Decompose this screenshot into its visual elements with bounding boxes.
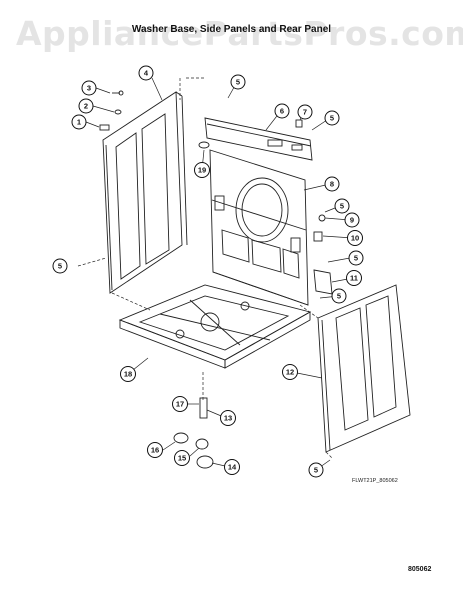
callout-5: 5 (334, 198, 350, 214)
callout-14: 14 (224, 459, 240, 475)
svg-text:5: 5 (314, 466, 318, 475)
svg-text:6: 6 (280, 107, 284, 116)
watermark: AppliancePartsPros.com (16, 14, 463, 53)
callout-1: 1 (71, 114, 87, 130)
svg-text:13: 13 (224, 414, 232, 423)
diagram-title: Washer Base, Side Panels and Rear Panel (131, 24, 332, 35)
callout-18: 18 (120, 366, 136, 382)
callout-10: 10 (347, 230, 363, 246)
callout-3: 3 (81, 80, 97, 96)
svg-text:5: 5 (58, 262, 62, 271)
callout-5: 5 (324, 110, 340, 126)
callout-5: 5 (230, 74, 246, 90)
hardware (99, 90, 333, 469)
figure-code: FLWT21P_805062 (352, 478, 398, 484)
callout-9: 9 (344, 212, 360, 228)
rear-panel (209, 149, 309, 306)
svg-text:1: 1 (77, 118, 81, 127)
svg-text:10: 10 (351, 234, 359, 243)
callout-5: 5 (331, 288, 347, 304)
svg-text:4: 4 (144, 69, 149, 78)
svg-text:9: 9 (350, 216, 354, 225)
svg-text:14: 14 (228, 463, 237, 472)
svg-text:16: 16 (151, 446, 159, 455)
svg-text:7: 7 (303, 108, 307, 117)
rear-top-bracket (204, 117, 313, 161)
callout-5: 5 (348, 250, 364, 266)
callout-17: 17 (172, 396, 188, 412)
svg-text:19: 19 (198, 166, 206, 175)
page-code: 805062 (408, 566, 432, 573)
svg-text:15: 15 (178, 454, 186, 463)
washer-base-frame (118, 284, 312, 369)
svg-text:11: 11 (350, 274, 358, 283)
right-side-panel (317, 284, 411, 453)
callout-12: 12 (282, 364, 298, 380)
callout-2: 2 (78, 98, 94, 114)
svg-text:8: 8 (330, 180, 334, 189)
callout-5: 5 (52, 258, 68, 274)
svg-text:5: 5 (337, 292, 341, 301)
callout-11: 11 (346, 270, 362, 286)
callout-6: 6 (274, 103, 290, 119)
left-side-panel (102, 91, 188, 294)
svg-text:17: 17 (176, 400, 184, 409)
svg-text:12: 12 (286, 368, 294, 377)
svg-text:3: 3 (87, 84, 91, 93)
svg-text:5: 5 (236, 78, 240, 87)
svg-text:5: 5 (330, 114, 334, 123)
callout-8: 8 (324, 176, 340, 192)
callout-4: 4 (138, 65, 154, 81)
callout-7: 7 (297, 104, 313, 120)
callout-15: 15 (174, 450, 190, 466)
callout-16: 16 (147, 442, 163, 458)
svg-text:18: 18 (124, 370, 132, 379)
callout-19: 19 (194, 162, 210, 178)
callout-5: 5 (308, 462, 324, 478)
svg-text:5: 5 (354, 254, 358, 263)
callout-13: 13 (220, 410, 236, 426)
svg-text:5: 5 (340, 202, 344, 211)
svg-text:2: 2 (84, 102, 88, 111)
